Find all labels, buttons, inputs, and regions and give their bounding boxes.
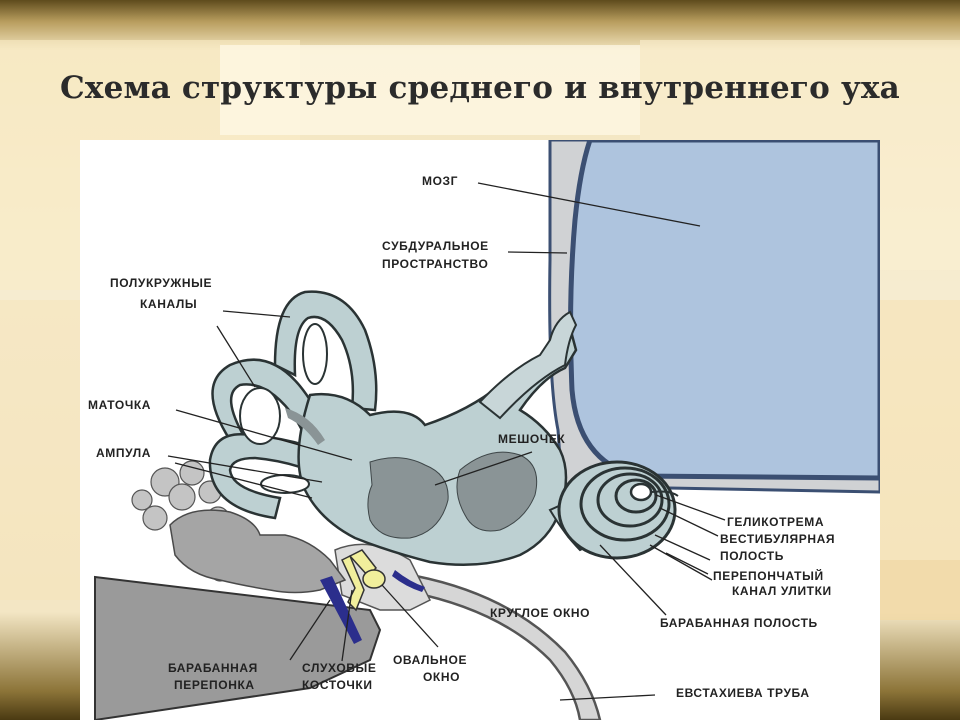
slide-title: Схема структуры среднего и внутреннего у… xyxy=(60,70,900,106)
label-semicircular-1: ПОЛУКРУЖНЫЕ xyxy=(110,276,212,290)
utricle-inner xyxy=(367,457,449,539)
label-eustachian-tube: ЕВСТАХИЕВА ТРУБА xyxy=(676,686,810,700)
label-vestibular-1: ВЕСТИБУЛЯРНАЯ xyxy=(720,532,835,546)
eustachian-tube xyxy=(408,574,602,720)
labyrinth xyxy=(208,290,578,566)
label-eardrum-2: ПЕРЕПОНКА xyxy=(174,678,255,692)
leader-lines xyxy=(167,182,726,701)
diagram-panel: МОЗГ СУБДУРАЛЬНОЕ ПРОСТРАНСТВО ПОЛУКРУЖН… xyxy=(80,140,880,720)
label-tympanic-cavity: БАРАБАННАЯ ПОЛОСТЬ xyxy=(660,616,818,630)
ear-diagram: МОЗГ СУБДУРАЛЬНОЕ ПРОСТРАНСТВО ПОЛУКРУЖН… xyxy=(88,140,880,720)
brain xyxy=(568,140,880,481)
label-oval-window-1: ОВАЛЬНОЕ xyxy=(393,653,467,667)
outer-ear-canal xyxy=(94,575,382,720)
canal-opening xyxy=(302,323,328,385)
mastoid-mass xyxy=(169,509,347,594)
label-eardrum-1: БАРАБАННАЯ xyxy=(168,661,258,675)
label-round-window: КРУГЛОЕ ОКНО xyxy=(490,606,590,620)
label-saccule: МЕШОЧЕК xyxy=(498,432,565,446)
label-brain: МОЗГ xyxy=(422,174,458,188)
background-tile xyxy=(880,560,960,620)
label-ossicles-2: КОСТОЧКИ xyxy=(302,678,373,692)
label-utricle: МАТОЧКА xyxy=(88,398,151,412)
canal-opening xyxy=(260,474,310,494)
label-semicircular-2: КАНАЛЫ xyxy=(140,297,197,311)
semicircular-canal-superior xyxy=(273,290,378,412)
label-subdural-2: ПРОСТРАНСТВО xyxy=(382,257,488,271)
cochlea xyxy=(557,460,679,560)
round-window-membrane xyxy=(392,570,425,592)
canal-opening xyxy=(239,387,281,445)
label-oval-window-2: ОКНО xyxy=(423,670,460,684)
saccule-inner xyxy=(456,451,538,532)
label-ampulla: АМПУЛА xyxy=(96,446,151,460)
label-cochlear-duct-1: ПЕРЕПОНЧАТЫЙ xyxy=(713,568,824,583)
eardrum xyxy=(320,576,362,644)
endolymphatic-duct xyxy=(478,310,578,420)
stapes xyxy=(362,569,386,589)
label-ossicles-1: СЛУХОВЫЕ xyxy=(302,661,377,675)
label-subdural-1: СУБДУРАЛЬНОЕ xyxy=(382,239,489,253)
label-helicotrema: ГЕЛИКОТРЕМА xyxy=(727,515,824,529)
label-cochlear-duct-2: КАНАЛ УЛИТКИ xyxy=(732,584,832,598)
label-vestibular-2: ПОЛОСТЬ xyxy=(720,549,784,563)
semicircular-inner xyxy=(285,408,325,445)
background-tile xyxy=(0,300,80,600)
auditory-ossicles xyxy=(341,549,386,612)
background-tile xyxy=(220,45,640,135)
